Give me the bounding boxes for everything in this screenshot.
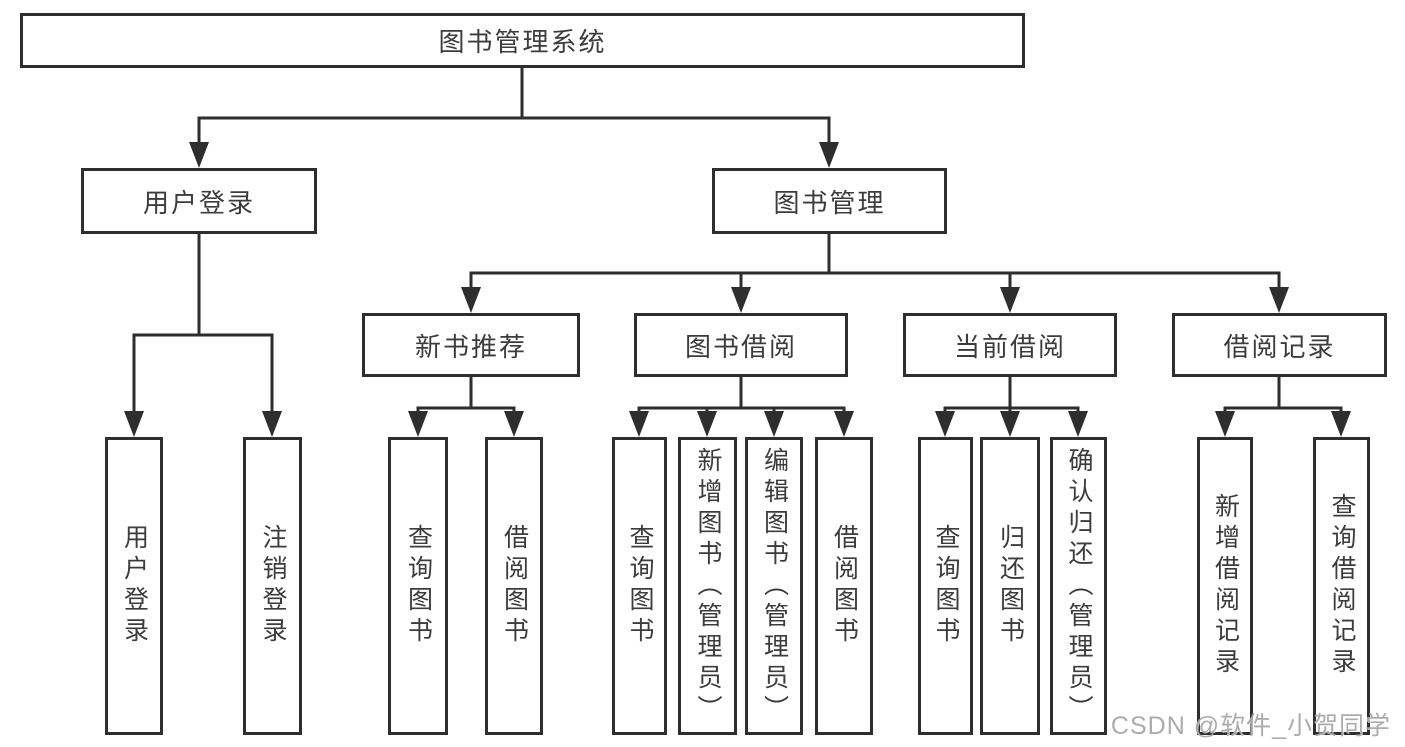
- leaf-user-login: 用户登录: [105, 437, 163, 735]
- leaf-confirm-return-admin: 确认归还（管理员）: [1050, 437, 1107, 735]
- leaf-borrow-books-recommend: 借阅图书: [485, 437, 543, 735]
- leaf-query-borrow-record: 查询借阅记录: [1313, 437, 1370, 735]
- leaf-return-books: 归还图书: [980, 437, 1040, 735]
- connector-book-management: [461, 232, 1289, 313]
- connector-borrowing-records: [1215, 375, 1351, 437]
- connector-book-borrowing: [629, 375, 854, 437]
- node-user-login: 用户登录: [81, 168, 317, 234]
- connector-current-borrowing: [935, 375, 1088, 437]
- leaf-borrow-books-borrowing: 借阅图书: [815, 437, 873, 735]
- leaf-logout: 注销登录: [243, 437, 302, 735]
- connector-root: [189, 66, 839, 168]
- leaf-query-books-borrowing: 查询图书: [612, 437, 667, 735]
- leaf-query-books-recommend: 查询图书: [388, 437, 448, 735]
- node-book-management: 图书管理: [712, 168, 947, 234]
- leaf-add-borrow-record: 新增借阅记录: [1197, 437, 1253, 735]
- leaf-add-book-admin: 新增图书（管理员）: [678, 437, 737, 735]
- node-borrowing-records: 借阅记录: [1172, 313, 1387, 377]
- node-current-borrowing: 当前借阅: [903, 313, 1117, 377]
- connector-user-login: [124, 232, 282, 437]
- leaf-query-books-current: 查询图书: [918, 437, 973, 735]
- node-book-borrowing: 图书借阅: [634, 313, 848, 377]
- node-new-book-recommend: 新书推荐: [362, 313, 580, 377]
- connector-new-book-recommend: [408, 375, 524, 437]
- csdn-watermark: CSDN @软件_小贺同学: [1110, 712, 1391, 740]
- node-system-root: 图书管理系统: [20, 13, 1025, 68]
- leaf-edit-book-admin: 编辑图书（管理员）: [745, 437, 803, 735]
